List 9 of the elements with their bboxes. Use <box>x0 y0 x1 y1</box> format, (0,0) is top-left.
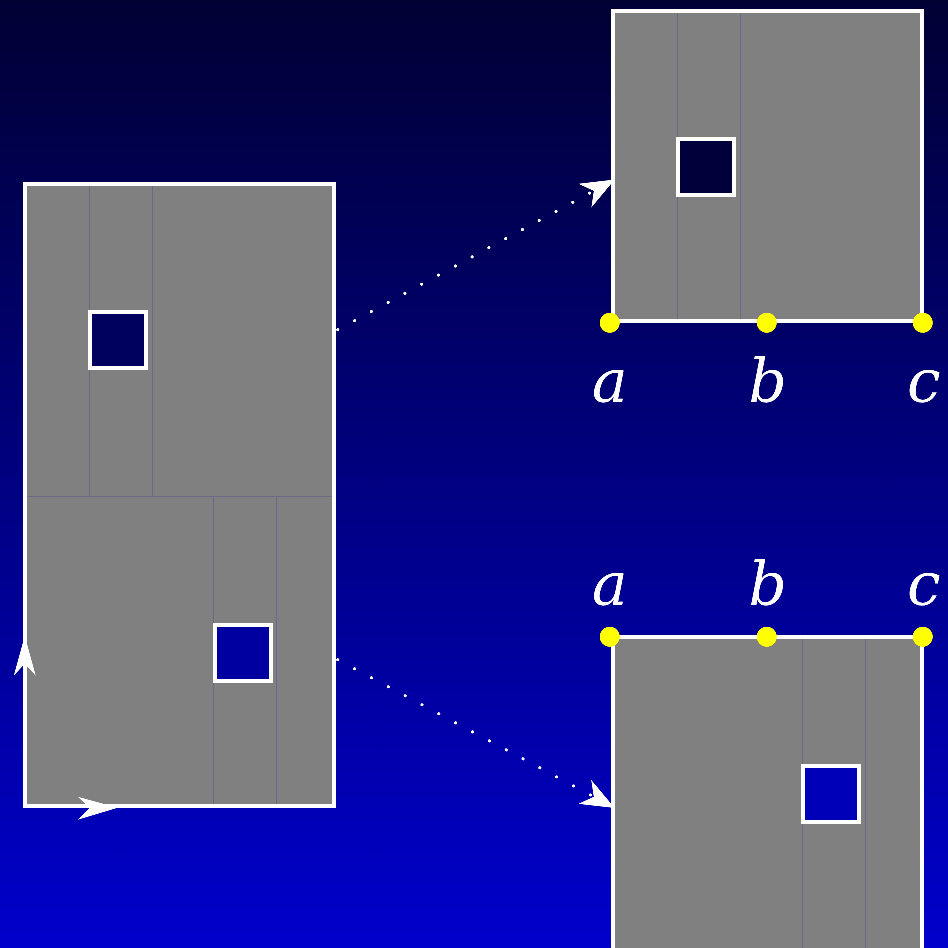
point-label: b <box>748 555 788 615</box>
panel <box>611 9 924 323</box>
panel <box>23 182 336 808</box>
point-label: a <box>592 352 628 412</box>
point-label: c <box>907 555 941 615</box>
point-label: a <box>592 555 628 615</box>
panel <box>611 635 924 948</box>
point-label: c <box>907 352 941 412</box>
point-label: b <box>748 352 788 412</box>
